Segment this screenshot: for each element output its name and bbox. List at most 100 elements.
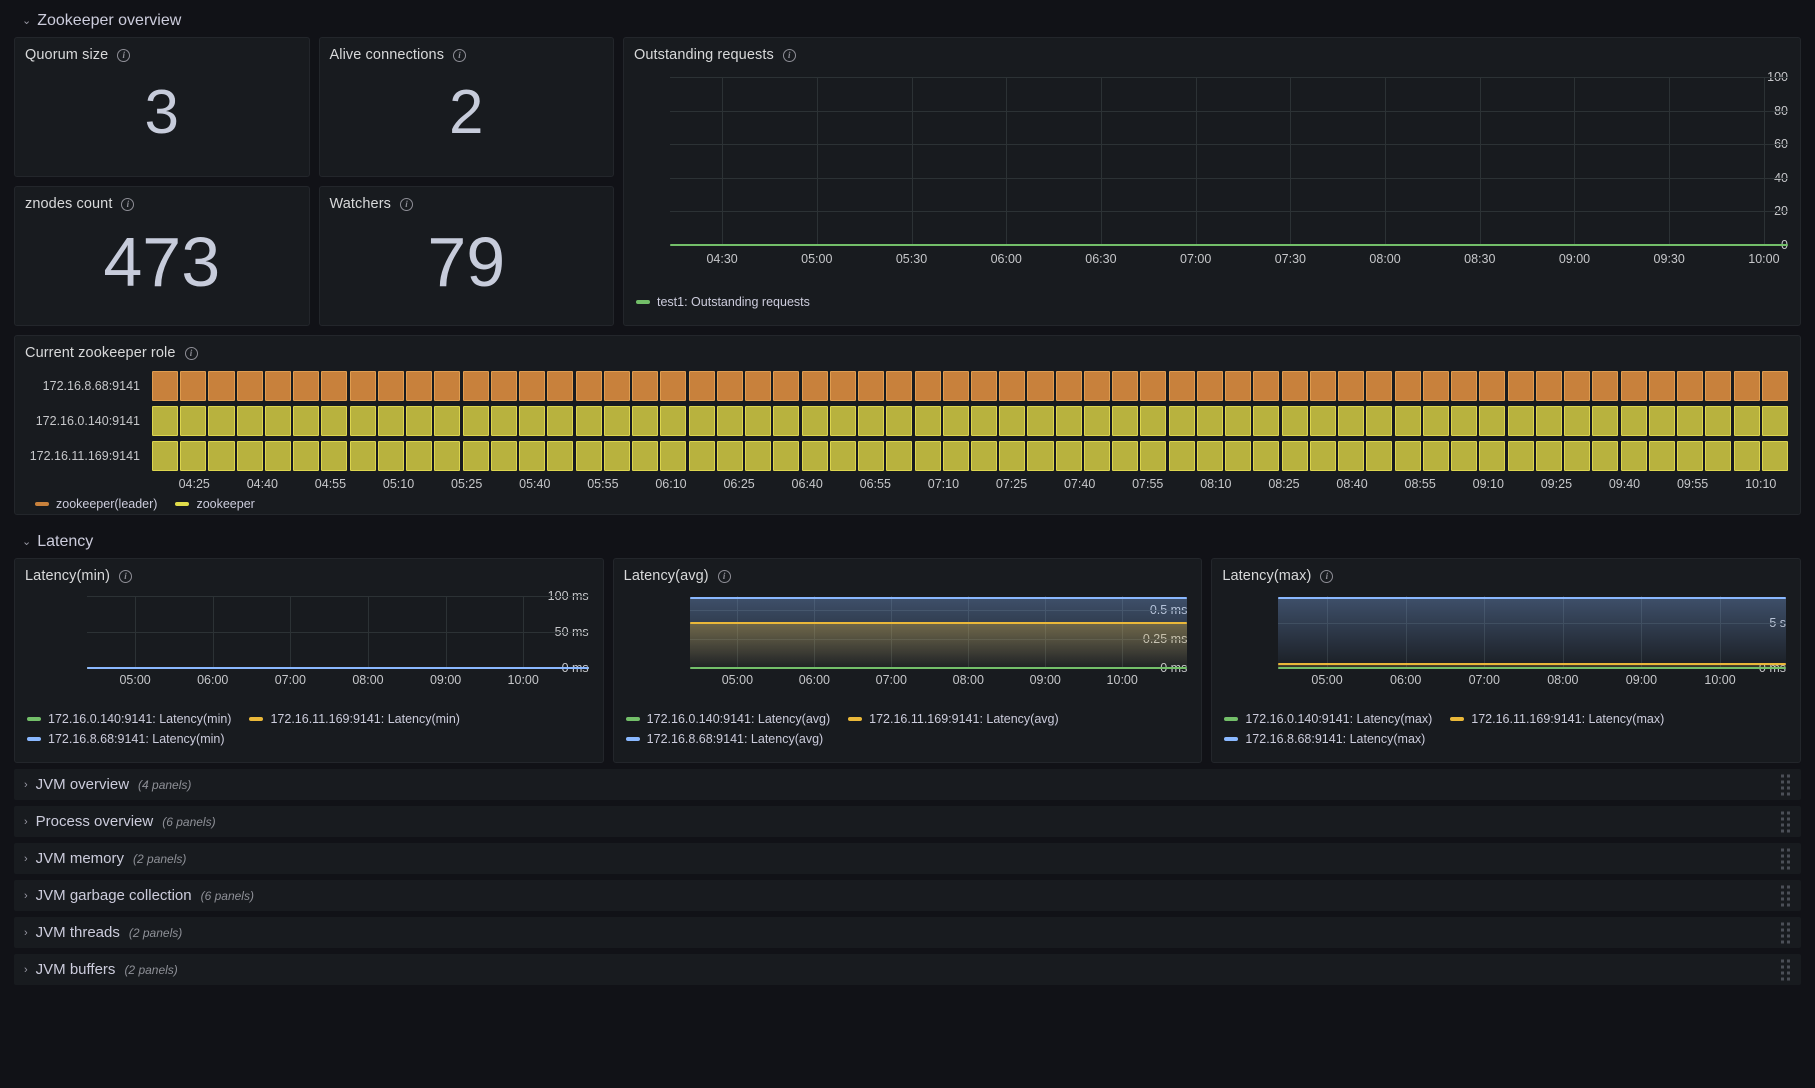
timeline-cell[interactable] [1564, 371, 1591, 401]
timeline-cell[interactable] [1112, 441, 1139, 471]
timeline-cell[interactable] [632, 371, 659, 401]
timeline-cell[interactable] [1507, 406, 1534, 436]
timeline-cell[interactable] [547, 406, 574, 436]
timeline-cell[interactable] [773, 441, 800, 471]
panel-current-zookeeper-role[interactable]: Current zookeeper role i 172.16.8.68:914… [14, 335, 1801, 515]
timeline-cell[interactable] [1055, 406, 1082, 436]
timeline-cell[interactable] [1535, 441, 1562, 471]
timeline-cell[interactable] [914, 371, 941, 401]
timeline-cell[interactable] [462, 406, 489, 436]
row-header-latency[interactable]: ⌄ Latency [14, 526, 1801, 558]
legend-item[interactable]: 172.16.0.140:9141: Latency(max) [1224, 712, 1432, 726]
timeline-cell[interactable] [801, 441, 828, 471]
timeline-cell[interactable] [490, 441, 517, 471]
timeline-cell[interactable] [434, 441, 461, 471]
timeline-cell[interactable] [1451, 441, 1478, 471]
timeline-cell[interactable] [349, 371, 376, 401]
timeline-cell[interactable] [716, 406, 743, 436]
timeline-cell[interactable] [1592, 371, 1619, 401]
timeline-cell[interactable] [942, 371, 969, 401]
timeline-cell[interactable] [1253, 371, 1280, 401]
timeline-row[interactable] [152, 441, 1790, 471]
timeline-cell[interactable] [829, 371, 856, 401]
timeline-cell[interactable] [1112, 406, 1139, 436]
timeline-cell[interactable] [1140, 406, 1167, 436]
timeline-cell[interactable] [886, 406, 913, 436]
timeline-cell[interactable] [745, 406, 772, 436]
timeline-cell[interactable] [1535, 406, 1562, 436]
timeline-cell[interactable] [1733, 406, 1760, 436]
collapsed-row-process-overview[interactable]: ›Process overview(6 panels) [14, 806, 1801, 837]
drag-handle-icon[interactable] [1781, 811, 1790, 832]
legend-item[interactable]: 172.16.0.140:9141: Latency(min) [27, 712, 231, 726]
row-header-zookeeper-overview[interactable]: ⌄ Zookeeper overview [14, 5, 1801, 37]
collapsed-row-jvm-memory[interactable]: ›JVM memory(2 panels) [14, 843, 1801, 874]
timeline-cell[interactable] [1366, 406, 1393, 436]
timeline-cell[interactable] [1338, 371, 1365, 401]
timeline-cell[interactable] [1761, 406, 1788, 436]
timeline-cell[interactable] [1083, 371, 1110, 401]
legend-item[interactable]: 172.16.8.68:9141: Latency(min) [27, 732, 225, 746]
drag-handle-icon[interactable] [1781, 848, 1790, 869]
timeline-cell[interactable] [434, 406, 461, 436]
timeline-cell[interactable] [1309, 441, 1336, 471]
legend-item[interactable]: 172.16.11.169:9141: Latency(max) [1450, 712, 1664, 726]
timeline-cell[interactable] [999, 441, 1026, 471]
timeline-cell[interactable] [660, 441, 687, 471]
timeline-cell[interactable] [1451, 406, 1478, 436]
timeline-cell[interactable] [377, 441, 404, 471]
timeline-cell[interactable] [688, 371, 715, 401]
timeline-cell[interactable] [1168, 371, 1195, 401]
timeline-cell[interactable] [971, 441, 998, 471]
timeline-row[interactable] [152, 371, 1790, 401]
info-icon[interactable]: i [121, 197, 135, 211]
timeline-cell[interactable] [1083, 406, 1110, 436]
timeline-cell[interactable] [632, 441, 659, 471]
timeline-cell[interactable] [858, 371, 885, 401]
timeline-cell[interactable] [773, 406, 800, 436]
legend-item[interactable]: 172.16.8.68:9141: Latency(avg) [625, 732, 823, 746]
timeline-cell[interactable] [208, 441, 235, 471]
timeline-cell[interactable] [208, 371, 235, 401]
timeline-cell[interactable] [264, 441, 291, 471]
drag-handle-icon[interactable] [1781, 885, 1790, 906]
timeline-cell[interactable] [1677, 406, 1704, 436]
timeline-cell[interactable] [264, 371, 291, 401]
panel-alive-connections[interactable]: Alive connections i 2 [318, 37, 614, 177]
timeline-cell[interactable] [1196, 371, 1223, 401]
timeline-cell[interactable] [293, 406, 320, 436]
timeline-cell[interactable] [886, 371, 913, 401]
timeline-cell[interactable] [547, 441, 574, 471]
timeline-cell[interactable] [1479, 441, 1506, 471]
timeline-cell[interactable] [406, 406, 433, 436]
timeline-cell[interactable] [999, 371, 1026, 401]
timeline-cell[interactable] [519, 371, 546, 401]
timeline-cell[interactable] [1394, 441, 1421, 471]
info-icon[interactable]: i [1320, 569, 1334, 583]
timeline-cell[interactable] [1281, 406, 1308, 436]
timeline-cell[interactable] [1507, 441, 1534, 471]
collapsed-row-jvm-overview[interactable]: ›JVM overview(4 panels) [14, 769, 1801, 800]
timeline-cell[interactable] [490, 406, 517, 436]
timeline-cell[interactable] [377, 371, 404, 401]
timeline-cell[interactable] [321, 406, 348, 436]
panel-outstanding-requests[interactable]: Outstanding requests i 02040608010004:30… [623, 37, 1801, 326]
timeline-cell[interactable] [349, 406, 376, 436]
timeline-cell[interactable] [462, 441, 489, 471]
timeline-cell[interactable] [1677, 441, 1704, 471]
drag-handle-icon[interactable] [1781, 774, 1790, 795]
timeline-cell[interactable] [1338, 441, 1365, 471]
timeline-cell[interactable] [1055, 371, 1082, 401]
timeline-cell[interactable] [1422, 441, 1449, 471]
timeline-cell[interactable] [1281, 441, 1308, 471]
legend-item[interactable]: 172.16.11.169:9141: Latency(avg) [848, 712, 1059, 726]
timeline-cell[interactable] [999, 406, 1026, 436]
timeline-cell[interactable] [801, 371, 828, 401]
timeline-cell[interactable] [1648, 441, 1675, 471]
timeline-cell[interactable] [1394, 406, 1421, 436]
timeline-cell[interactable] [942, 406, 969, 436]
timeline-cell[interactable] [942, 441, 969, 471]
drag-handle-icon[interactable] [1781, 959, 1790, 980]
